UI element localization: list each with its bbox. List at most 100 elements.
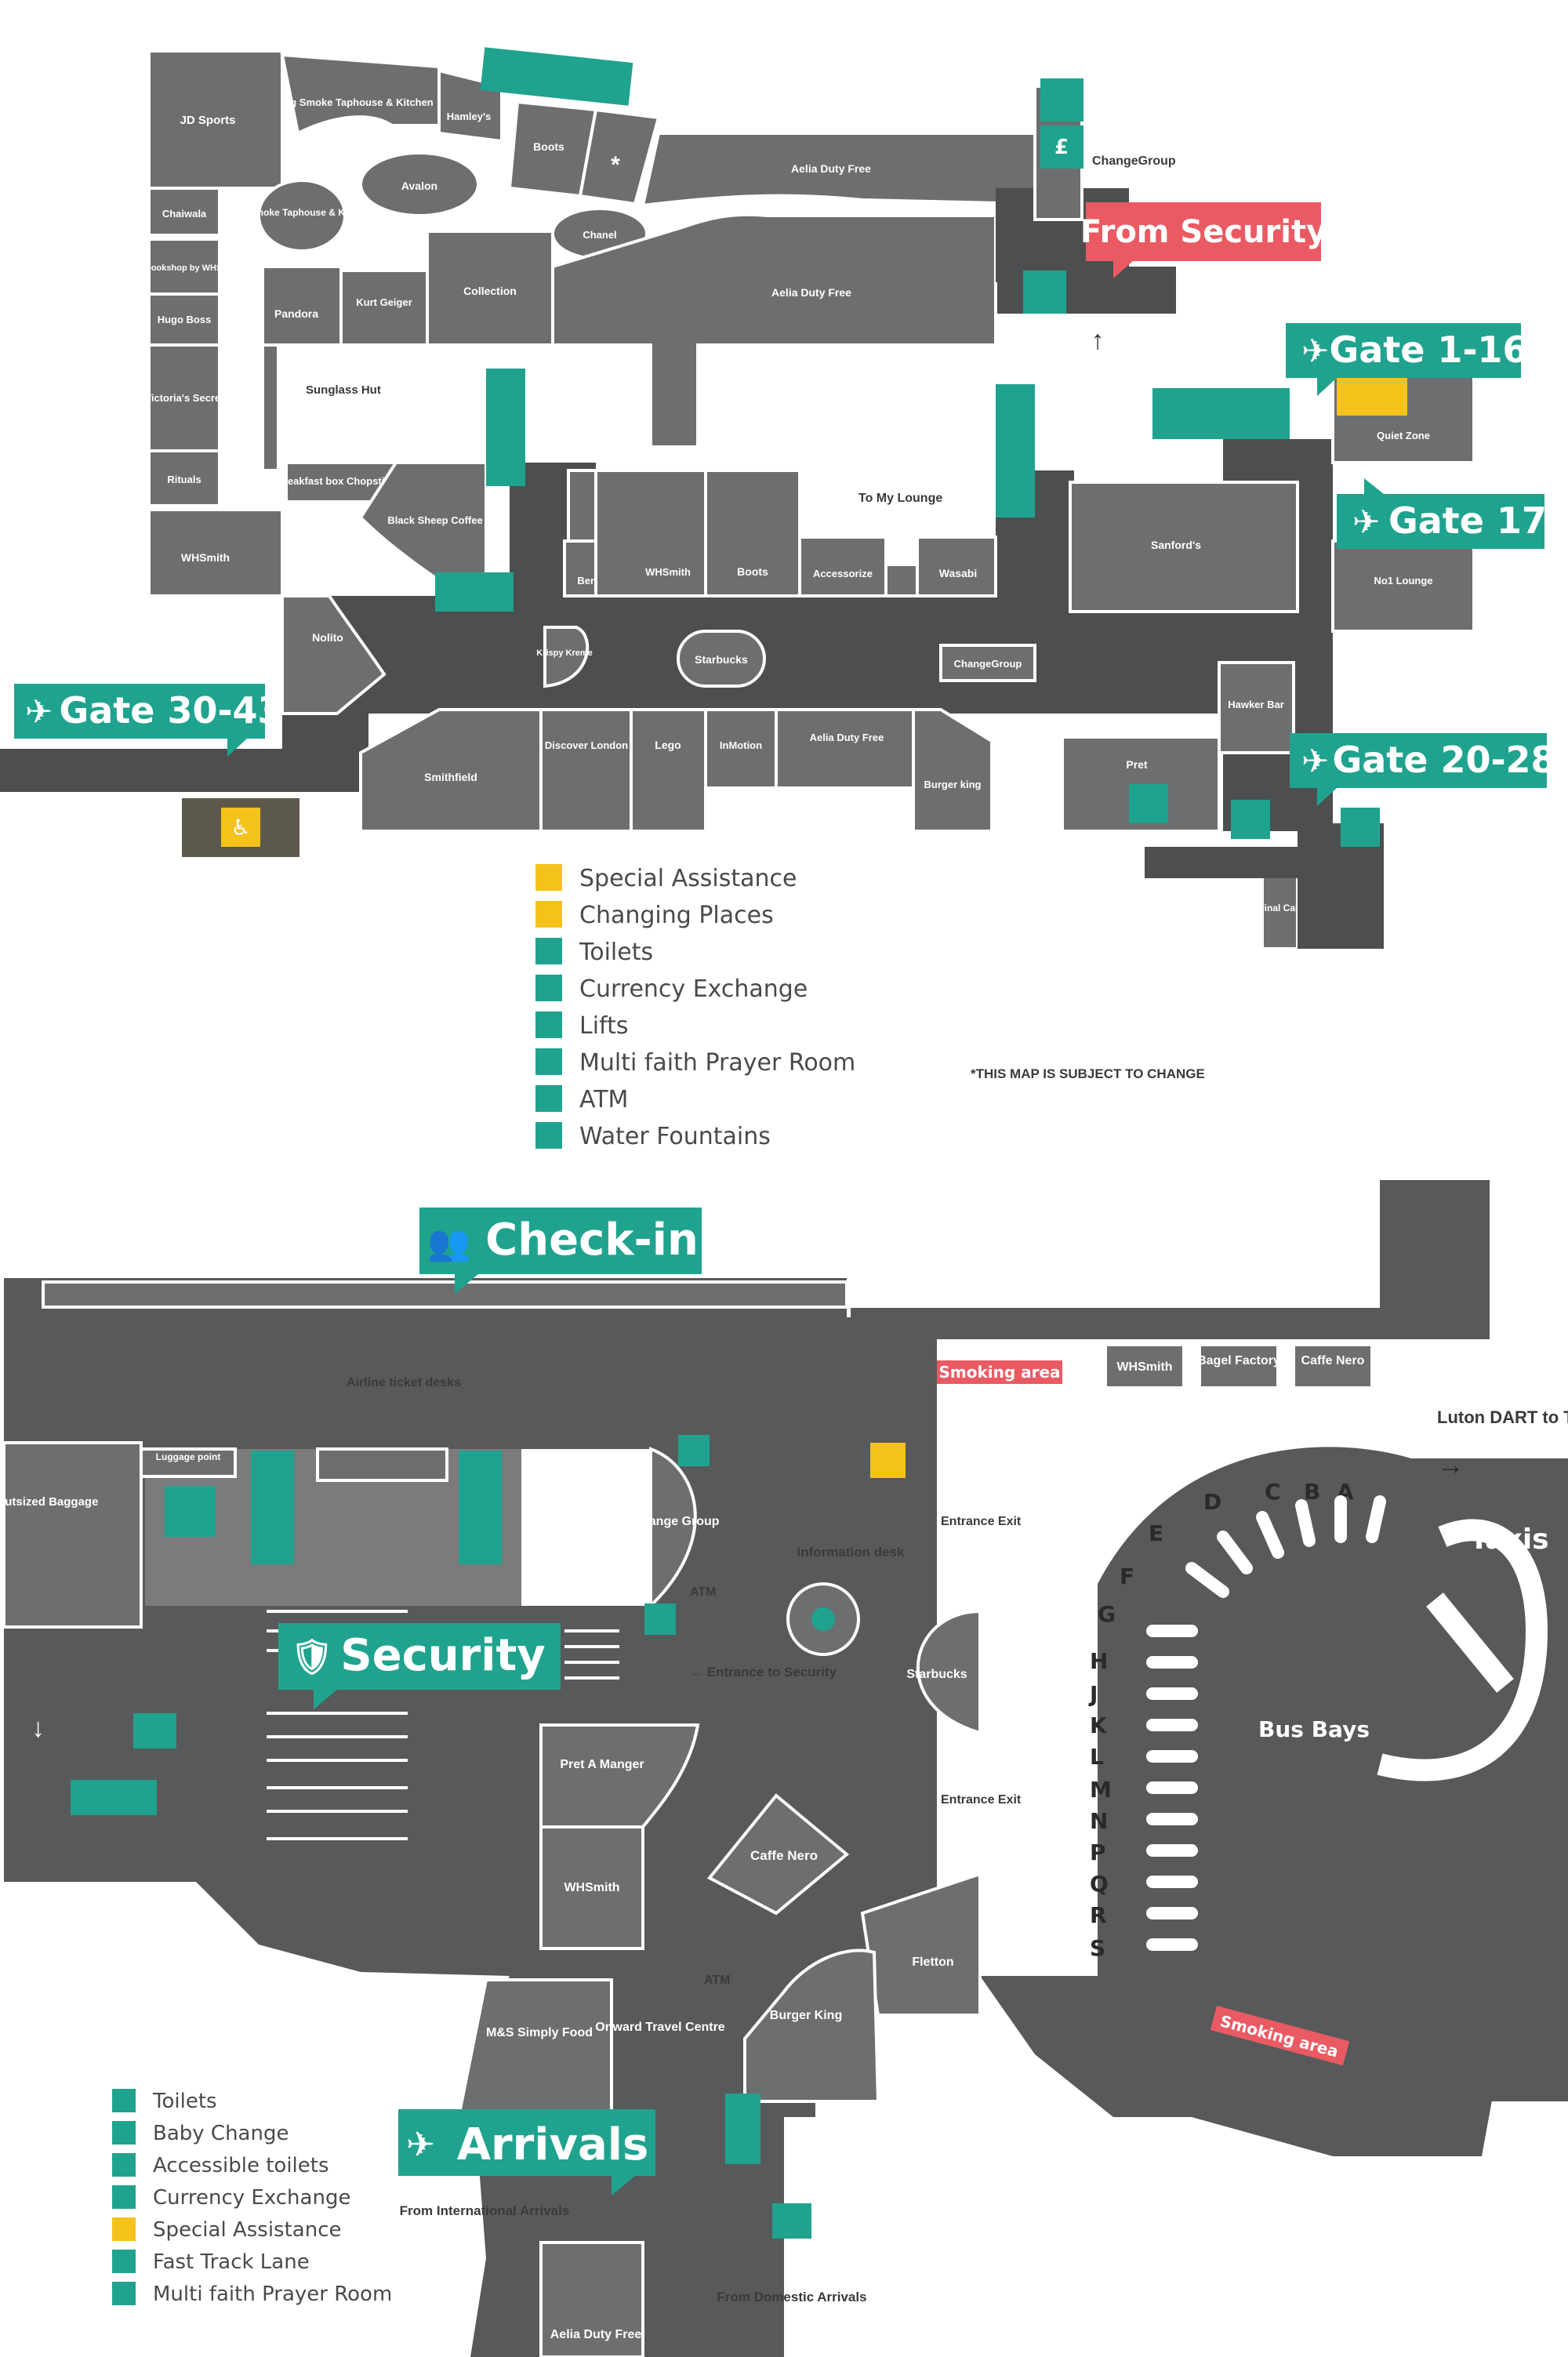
plane-icon: ✈ — [1301, 742, 1329, 780]
whsmith-top-label: WHSmith — [1116, 1360, 1172, 1374]
starbucks-kiosk — [916, 1609, 982, 1735]
shop-sanfords — [1069, 481, 1299, 613]
shop-label: Kurt Geiger — [356, 296, 412, 308]
legend-label: Toilets — [152, 2090, 217, 2113]
shop-label: Aelia Duty Free — [810, 732, 884, 743]
information-icon — [811, 1607, 835, 1631]
svg-text:Gate 20-28: Gate 20-28 — [1332, 739, 1555, 781]
arrow-up-icon: ↑ — [1091, 325, 1105, 355]
luggage-point-label: Luggage point — [156, 1451, 221, 1462]
toilet-column-icon — [486, 369, 525, 486]
svg-text:♿: ♿ — [230, 815, 250, 841]
check-in-icon: 👥 — [427, 1223, 470, 1263]
shop-label: Avalon — [401, 180, 437, 192]
svg-text:Check-in: Check-in — [485, 1215, 699, 1266]
plane-icon: ✈ — [1352, 503, 1380, 541]
currency-icon — [1040, 125, 1083, 169]
dart-building — [1380, 1180, 1490, 1337]
check-in-sign: 👥 Check-in — [419, 1208, 702, 1294]
whsmith-forecourt — [1104, 1343, 1185, 1389]
atm-icon — [535, 1085, 562, 1112]
shop-discover-london — [539, 708, 633, 833]
shop-label: Burger king — [924, 779, 982, 790]
changegroup-label: ChangeGroup — [1092, 154, 1176, 168]
prayer-icon — [112, 2282, 136, 2305]
prayer-icon — [165, 1486, 216, 1537]
change-group-label: Change Group — [632, 1515, 719, 1528]
bus-bay-letter: C — [1265, 1479, 1281, 1505]
shop-label: Aelia Duty Free — [771, 286, 851, 299]
bus-bay-letter: P — [1090, 1839, 1106, 1865]
shop-victorias-secret — [147, 343, 221, 452]
shop-label: Nolito — [312, 631, 343, 644]
onward-travel-label: Onward Travel Centre — [595, 2021, 724, 2034]
shop-label: Collection — [463, 285, 517, 297]
legend-label: Baby Change — [153, 2122, 289, 2145]
airline-ticket-desks — [316, 1447, 448, 1482]
bus-bay-letter: G — [1098, 1601, 1116, 1627]
atm-icon — [1040, 78, 1083, 122]
bus-bay-letter: R — [1090, 1902, 1107, 1928]
burger-king-label: Burger King — [770, 2009, 842, 2022]
shop-label: JD Sports — [180, 114, 236, 127]
aelia-landside-label: Aelia Duty Free — [550, 2328, 642, 2341]
gate-30-43-sign: ✈ Gate 30-43 — [14, 684, 283, 757]
toilet-column-icon — [996, 384, 1035, 518]
shop-unnamed — [578, 107, 661, 206]
shop-aelia-duty-free-top — [641, 132, 1036, 208]
shop-label: Black Sheep Coffee — [387, 514, 482, 526]
fast-track-icon — [112, 2250, 136, 2273]
shop-label: WHSmith — [645, 566, 691, 578]
landside-floor-plan: Luggage point Airline ticket desks Outsi… — [0, 1180, 1568, 2357]
water-fountain-icon — [435, 572, 514, 612]
toilets-icon — [112, 2089, 136, 2112]
svg-text:Gate 17: Gate 17 — [1388, 499, 1547, 542]
shop-label: Hawker Bar — [1228, 699, 1284, 710]
shop-label: The bookshop by WHSmith — [129, 263, 241, 273]
airline-desks-label: Airline ticket desks — [347, 1376, 461, 1389]
bus-bay-letter: K — [1090, 1712, 1108, 1738]
toilets-icon — [772, 2203, 811, 2239]
smoking-plaza — [980, 1976, 1497, 2156]
shop-aelia-lower — [775, 708, 915, 790]
prayer-icon — [1231, 800, 1270, 839]
shop-jd-sports — [147, 49, 284, 190]
bus-bay-letter: Q — [1090, 1871, 1109, 1897]
arrow-down-icon: ↓ — [31, 1713, 45, 1743]
bus-bay-letter: S — [1090, 1935, 1105, 1961]
currency-icon — [112, 2185, 136, 2209]
asterisk-marker: * — [611, 152, 620, 178]
svg-text:Arrivals: Arrivals — [457, 2119, 649, 2170]
legend-label: Changing Places — [579, 902, 774, 929]
bus-bay-letter: J — [1088, 1681, 1098, 1707]
shop-label: Final Call — [1258, 902, 1300, 913]
toilet-column-icon — [251, 1451, 294, 1564]
baby-change-icon — [112, 2121, 136, 2145]
shop-inmotion — [704, 708, 778, 790]
fast-track-icon — [133, 1713, 176, 1749]
wheelchair-icon — [535, 864, 562, 891]
departures-floor-plan: JD Sports Big Smoke Taphouse & Kitchen H… — [0, 47, 1556, 1081]
shop-krispy-kreme — [543, 626, 590, 688]
caffe-nero-kiosk — [706, 1793, 850, 1916]
shop-no1-lounge — [1331, 539, 1475, 633]
svg-text:Security: Security — [340, 1630, 545, 1681]
entrance-exit-label: Entrance Exit — [941, 1515, 1022, 1528]
wheelchair-icon — [221, 808, 260, 847]
shop-label: Breakfast box Chopstix — [276, 475, 390, 487]
shop-label: Krispy Kreme — [536, 648, 593, 658]
prayer-icon — [535, 1048, 562, 1075]
from-security-sign: From Security — [1080, 202, 1327, 278]
arrivals-sign: ✈ Arrivals — [398, 2109, 655, 2195]
outsized-baggage-area — [2, 1441, 143, 1629]
entrance-to-security-label: ← Entrance to Security — [690, 1665, 837, 1680]
shop-burger-king — [912, 708, 993, 833]
from-domestic-label: From Domestic Arrivals — [717, 2290, 866, 2304]
whsmith-label: WHSmith — [564, 1881, 619, 1894]
toilets-icon — [535, 938, 562, 964]
legend-label: Currency Exchange — [579, 975, 808, 1003]
shop-label: InMotion — [720, 739, 762, 751]
